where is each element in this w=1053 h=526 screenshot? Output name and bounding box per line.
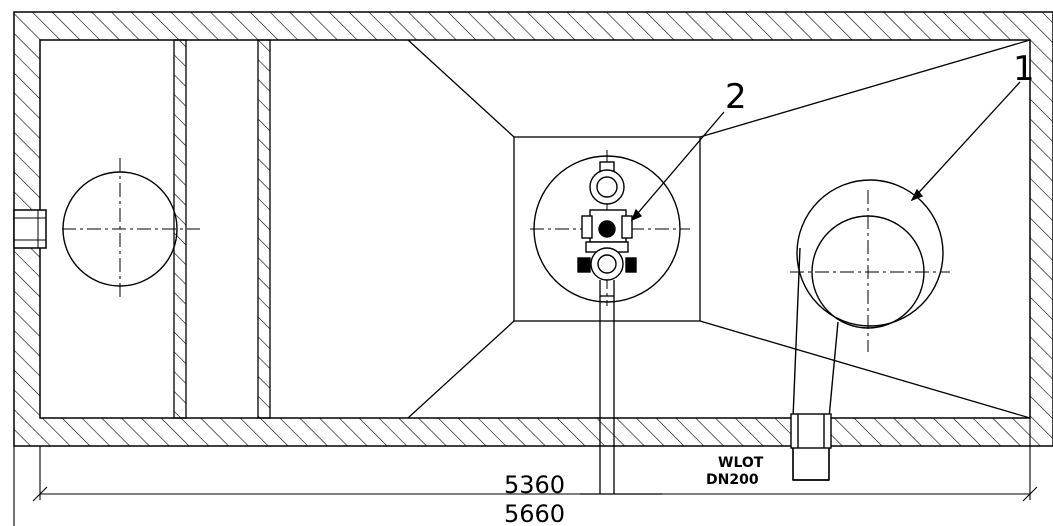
partition-wall-2 bbox=[257, 39, 271, 419]
outlet-label-line2: DN200 bbox=[706, 472, 759, 488]
left-manhole bbox=[62, 158, 200, 300]
central-chamber bbox=[513, 136, 701, 322]
partition-walls bbox=[173, 39, 271, 419]
discharge-pipe bbox=[580, 280, 662, 495]
callout-item-1: 1 bbox=[1013, 49, 1035, 89]
right-manhole bbox=[790, 179, 950, 352]
hopper-lines bbox=[407, 39, 1031, 419]
outlet-label-line1: WLOT bbox=[718, 455, 764, 471]
dimension-lines bbox=[13, 418, 1038, 526]
inlet-pipe bbox=[13, 209, 47, 249]
leader-item-2 bbox=[631, 111, 725, 221]
callout-item-2: 2 bbox=[725, 77, 747, 117]
pump-assembly bbox=[577, 161, 637, 281]
dimension-outer: 5660 bbox=[504, 500, 565, 526]
leader-lines bbox=[630, 81, 1021, 222]
leader-item-1 bbox=[911, 81, 1021, 201]
outlet-pipe bbox=[790, 247, 839, 481]
dimension-inner: 5360 bbox=[504, 471, 565, 499]
